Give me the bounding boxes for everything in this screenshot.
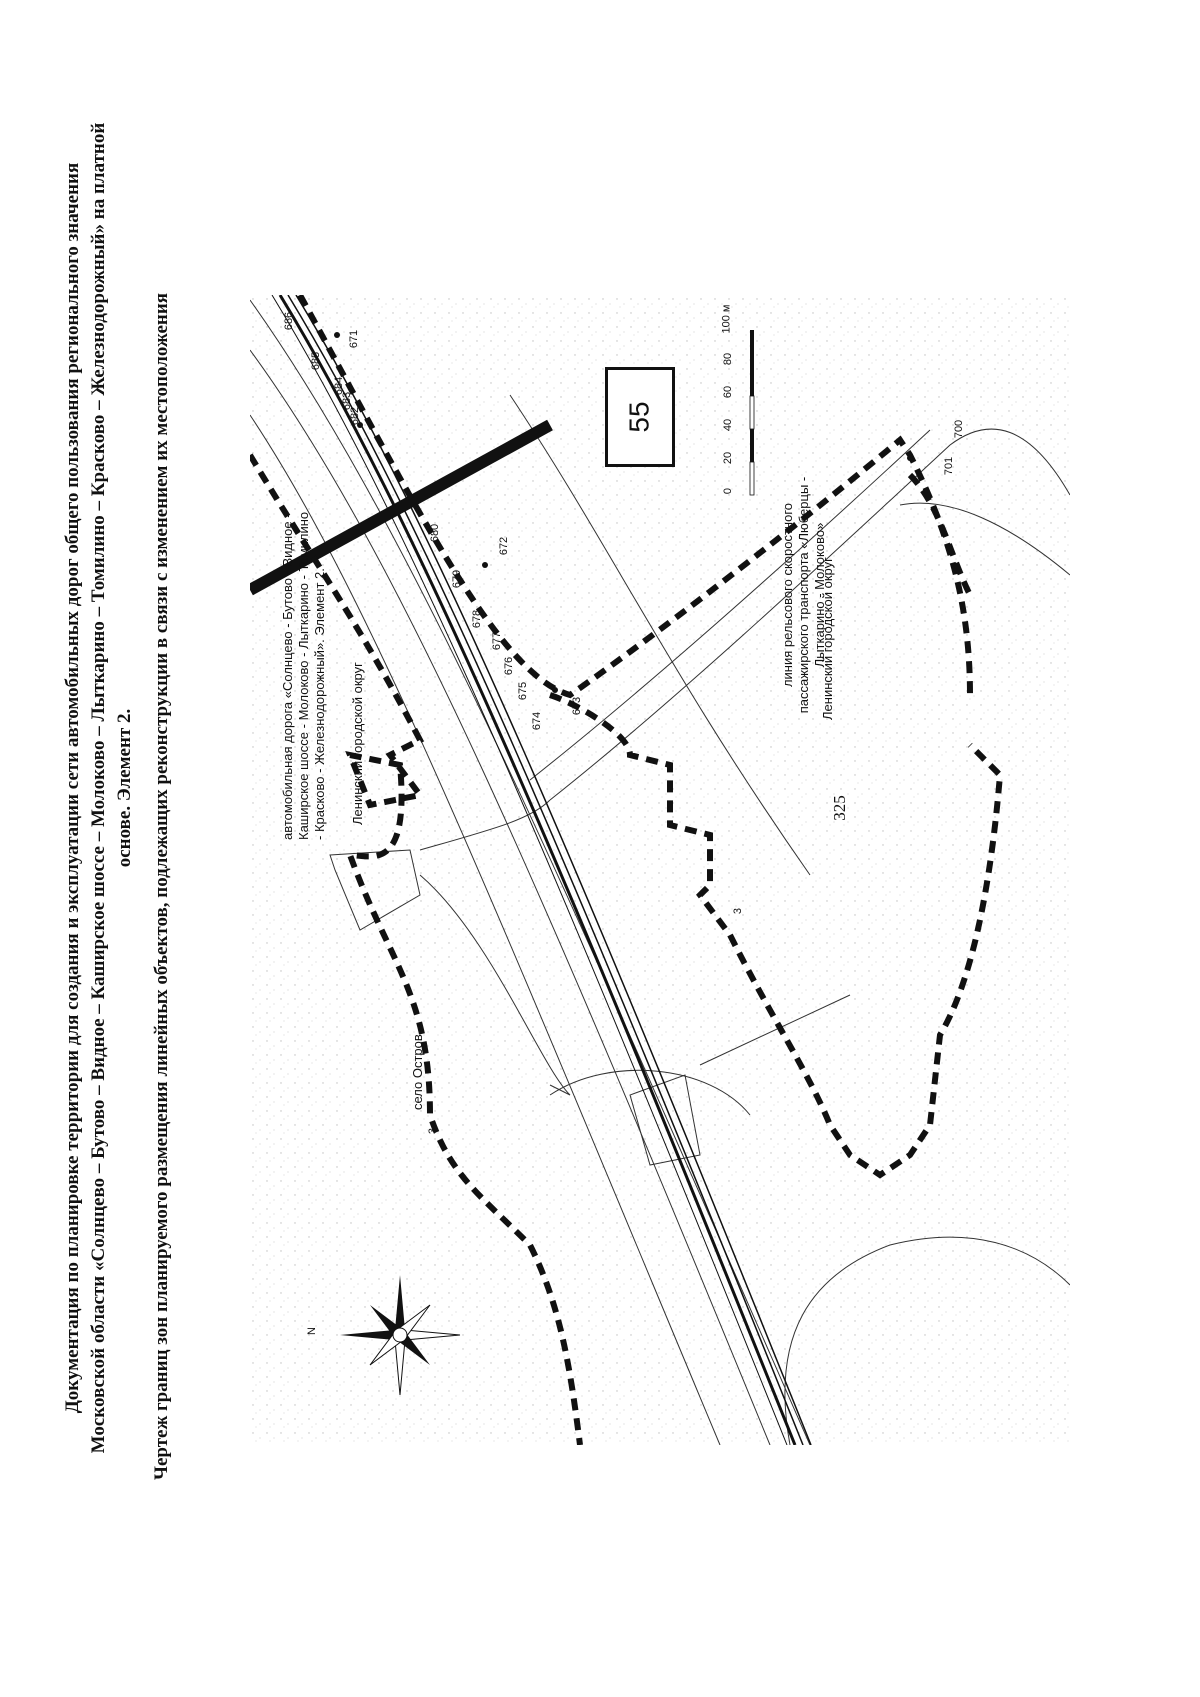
point-label: 678 (471, 609, 484, 629)
section-mark: 3 (427, 1127, 440, 1135)
map-drawing (250, 295, 1070, 1445)
sheet-number: 55 (624, 401, 655, 433)
point-label: 679 (451, 569, 464, 589)
north-arrow-icon (340, 1275, 461, 1396)
scale-label: 20 (722, 451, 735, 465)
village-label: село Остров (410, 1034, 425, 1110)
point-label: 675 (517, 681, 530, 701)
point-label: 682 (349, 406, 362, 426)
planning-map: автомобильная дорога «Солнцево - Бутово … (250, 295, 1070, 1445)
railway-track (271, 295, 812, 1445)
north-label: N (305, 1327, 318, 1335)
point-label: 686 (283, 311, 296, 331)
reconstruction-line (250, 419, 553, 596)
sheet-number-box: 55 (605, 367, 675, 467)
section-mark: 3 (732, 907, 745, 915)
document-title: Документация по планировке территории дл… (62, 122, 135, 1454)
point-label: 676 (503, 656, 516, 676)
district-label: Ленинский городской округ (350, 662, 365, 825)
scale-label: 40 (722, 418, 735, 432)
point-markers (334, 332, 913, 693)
road-lines (250, 299, 1070, 1445)
point-label: 677 (491, 631, 504, 651)
zone-boundaries (250, 295, 1004, 1445)
scale-label: 0 (722, 487, 735, 495)
scale-label: 60 (722, 385, 735, 399)
scale-label: 80 (722, 352, 735, 366)
scale-label: 100 м (720, 304, 733, 334)
legend-road: автомобильная дорога «Солнцево - Бутово … (280, 511, 327, 840)
point-label: 700 (953, 419, 966, 439)
sheet-title: Чертеж границ зон планируемого размещени… (151, 292, 172, 1480)
point-label: 680 (429, 523, 442, 543)
point-label: 685 (310, 351, 323, 371)
point-label: 674 (531, 711, 544, 731)
point-label: 672 (498, 536, 511, 556)
point-label: 701 (943, 456, 956, 476)
terrain-texture (250, 295, 1070, 1445)
document-header: Документация по планировке территории дл… (60, 68, 280, 1508)
point-label: 671 (348, 329, 361, 349)
point-label: 673 (571, 696, 584, 716)
district-label: Ленинский городской округ (820, 557, 835, 720)
scale-bar (749, 330, 755, 496)
